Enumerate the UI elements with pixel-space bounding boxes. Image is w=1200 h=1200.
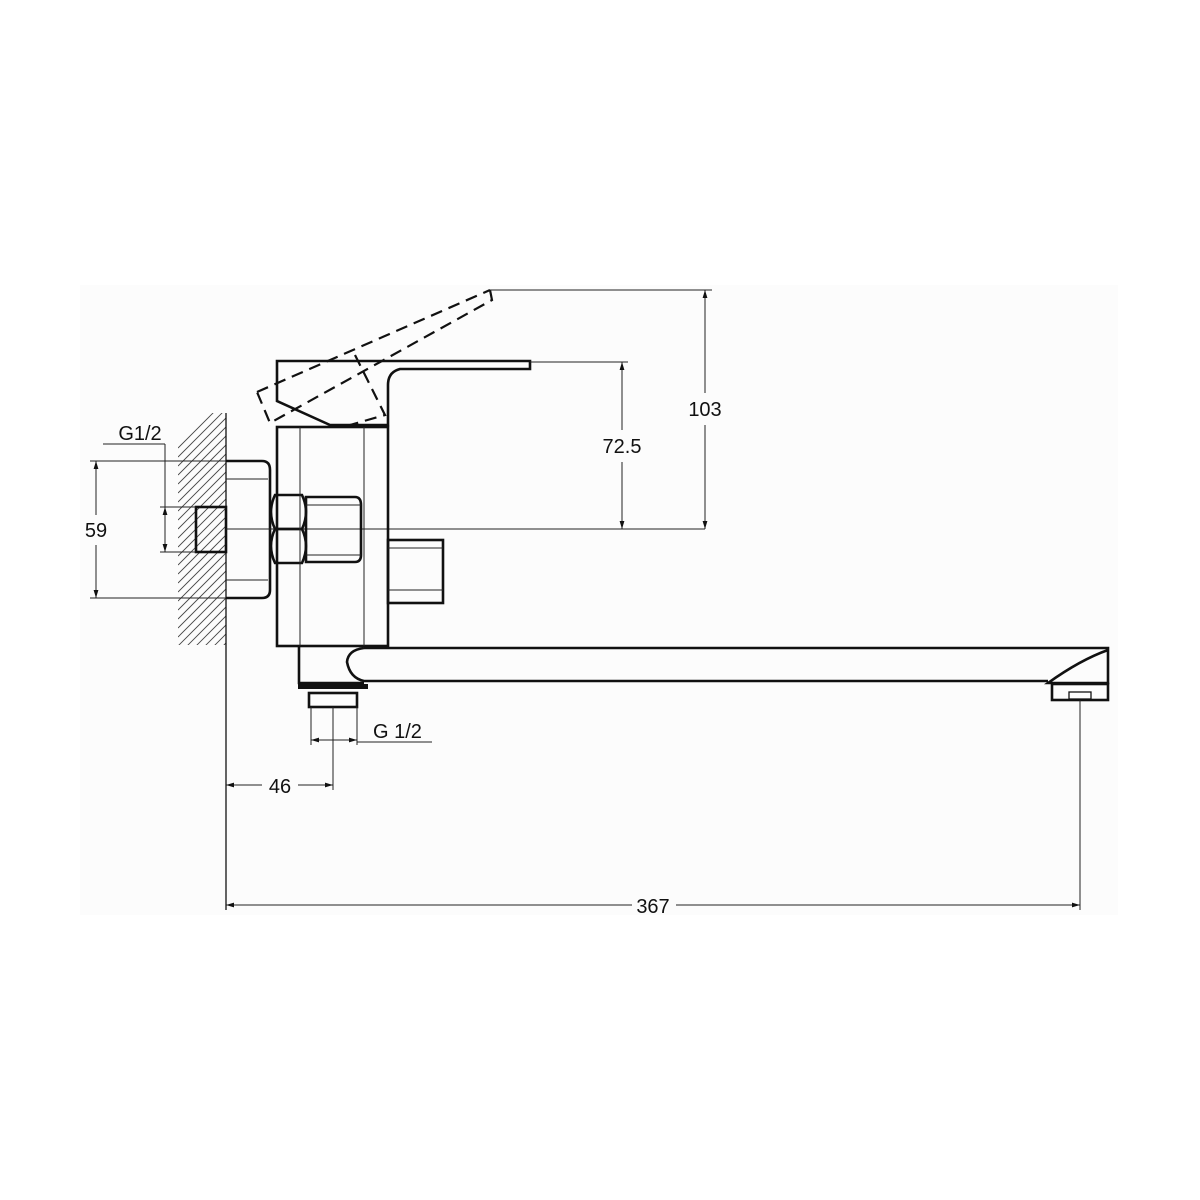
dim-103-label: 103 [688,399,721,421]
hatch-line [178,480,226,530]
dimension-367: 367 [226,896,1080,918]
hatch-line [214,633,226,645]
hatch-line [178,417,226,467]
hatch-line [178,552,226,602]
dim-59-label: 59 [85,520,107,542]
wall-hatch [178,413,226,645]
hatch-line [178,534,226,584]
extension-lines [90,289,1081,910]
hatch-line [178,525,226,575]
hatch-line [178,597,226,645]
dimension-103: 103 [688,290,722,529]
hatch-line [178,471,226,521]
hatch-line [178,489,226,539]
hatch-line [187,606,226,645]
dimension-46: 46 [226,776,333,798]
swivel-spout [297,646,1110,702]
mixer-body [275,425,445,648]
hatch-line [178,579,226,629]
dim-inlet-thread-label: G1/2 [118,423,161,445]
dim-367-label: 367 [636,896,669,918]
dimension-59: 59 [85,461,107,598]
hatch-line [178,435,226,485]
hatch-line [178,444,226,494]
dimension-outlet-thread: G 1/2 [311,721,432,743]
dimension-72-5: 72.5 [603,362,642,529]
hatch-line [178,413,223,458]
lever-handle-raised [255,288,494,427]
hatch-line [205,624,226,645]
drawing-area [80,285,1118,915]
hatch-line [178,426,226,476]
dim-46-label: 46 [269,776,291,798]
hatch-line [178,413,214,449]
dimension-inlet-thread: G1/2 [103,423,168,552]
hatch-line [178,561,226,611]
lever-handle [275,359,532,427]
hatch-line [178,462,226,512]
hatch-line [178,516,226,566]
hatch-line [178,453,226,503]
hatch-line [178,588,226,638]
hatch-line [196,615,226,645]
hex-nut [269,493,363,565]
dim-outlet-thread-label: G 1/2 [373,721,422,743]
hatch-line [178,570,226,620]
dim-72-5-label: 72.5 [603,436,642,458]
hatch-line [178,507,226,557]
